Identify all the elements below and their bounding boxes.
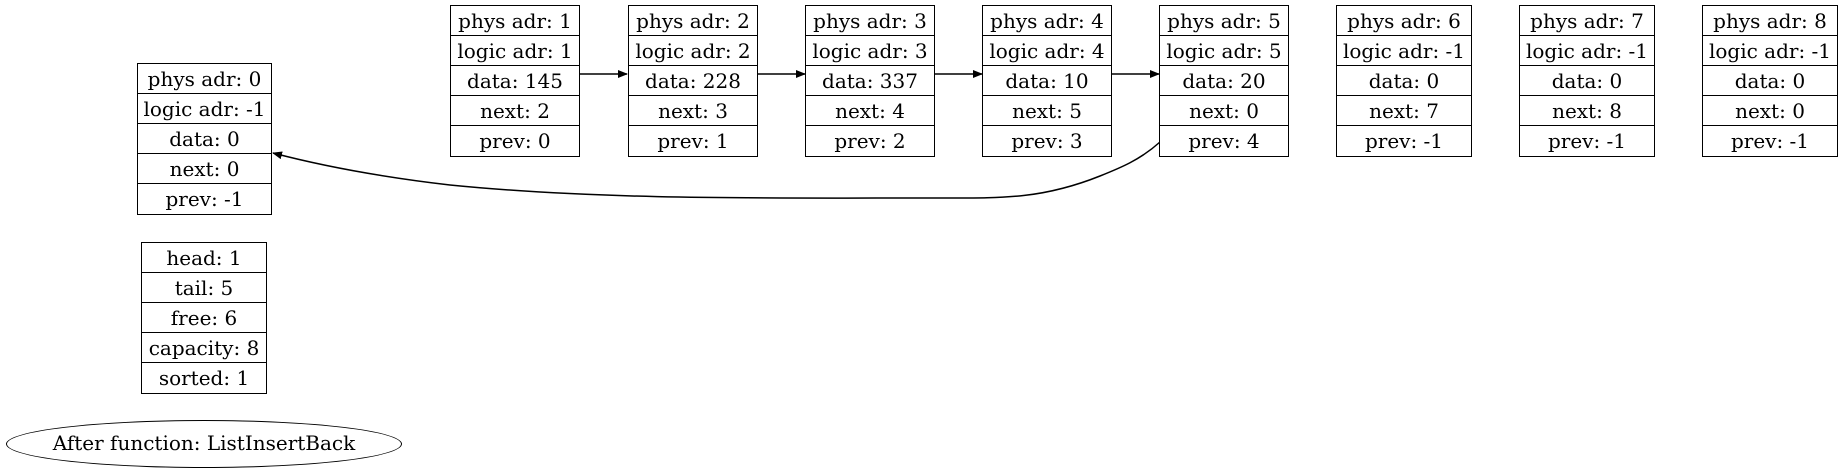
- node-data: data: 0: [1520, 66, 1654, 96]
- list-capacity: capacity: 8: [142, 333, 266, 363]
- node-next: next: 5: [983, 96, 1111, 126]
- node-phys-address: phys adr: 2: [629, 6, 757, 36]
- node-next: next: 7: [1337, 96, 1471, 126]
- node-phys-address: phys adr: 3: [806, 6, 934, 36]
- node-1: phys adr: 1 logic adr: 1 data: 145 next:…: [450, 5, 580, 157]
- node-next: next: 0: [1160, 96, 1288, 126]
- node-phys-address: phys adr: 8: [1703, 6, 1837, 36]
- node-data: data: 0: [1703, 66, 1837, 96]
- list-head: head: 1: [142, 243, 266, 273]
- node-data: data: 0: [1337, 66, 1471, 96]
- node-next: next: 3: [629, 96, 757, 126]
- node-prev: prev: 1: [657, 129, 729, 153]
- node-prev: prev: -1: [1364, 129, 1444, 153]
- node-logic-address: logic adr: 1: [451, 36, 579, 66]
- edge-node5-to-node0: [272, 141, 1161, 199]
- function-caption: After function: ListInsertBack: [6, 420, 402, 468]
- node-logic-address: logic adr: 5: [1160, 36, 1288, 66]
- node-2: phys adr: 2 logic adr: 2 data: 228 next:…: [628, 5, 758, 157]
- node-prev: prev: -1: [1547, 129, 1627, 153]
- node-prev: prev: 0: [479, 129, 551, 153]
- node-next: next: 2: [451, 96, 579, 126]
- node-logic-address: logic adr: -1: [138, 94, 271, 124]
- node-next: next: 0: [1703, 96, 1837, 126]
- node-prev: prev: 3: [1011, 129, 1083, 153]
- node-0: phys adr: 0 logic adr: -1 data: 0 next: …: [137, 63, 272, 215]
- node-prev: prev: 4: [1188, 129, 1260, 153]
- node-phys-address: phys adr: 6: [1337, 6, 1471, 36]
- node-logic-address: logic adr: 3: [806, 36, 934, 66]
- node-phys-address: phys adr: 5: [1160, 6, 1288, 36]
- node-next: next: 8: [1520, 96, 1654, 126]
- node-logic-address: logic adr: -1: [1520, 36, 1654, 66]
- list-tail: tail: 5: [142, 273, 266, 303]
- node-prev: prev: 2: [834, 129, 906, 153]
- node-5: phys adr: 5 logic adr: 5 data: 20 next: …: [1159, 5, 1289, 157]
- node-phys-address: phys adr: 4: [983, 6, 1111, 36]
- node-prev: prev: -1: [165, 187, 244, 211]
- node-logic-address: logic adr: -1: [1337, 36, 1471, 66]
- node-data: data: 228: [629, 66, 757, 96]
- list-sorted: sorted: 1: [158, 366, 250, 390]
- node-data: data: 10: [983, 66, 1111, 96]
- node-data: data: 337: [806, 66, 934, 96]
- node-next: next: 4: [806, 96, 934, 126]
- node-data: data: 0: [138, 124, 271, 154]
- list-info-table: head: 1 tail: 5 free: 6 capacity: 8 sort…: [141, 242, 267, 394]
- node-logic-address: logic adr: -1: [1703, 36, 1837, 66]
- node-logic-address: logic adr: 4: [983, 36, 1111, 66]
- node-next: next: 0: [138, 154, 271, 184]
- node-7: phys adr: 7 logic adr: -1 data: 0 next: …: [1519, 5, 1655, 157]
- node-3: phys adr: 3 logic adr: 3 data: 337 next:…: [805, 5, 935, 157]
- node-prev: prev: -1: [1730, 129, 1810, 153]
- node-phys-address: phys adr: 1: [451, 6, 579, 36]
- node-data: data: 145: [451, 66, 579, 96]
- node-6: phys adr: 6 logic adr: -1 data: 0 next: …: [1336, 5, 1472, 157]
- node-8: phys adr: 8 logic adr: -1 data: 0 next: …: [1702, 5, 1838, 157]
- list-free: free: 6: [142, 303, 266, 333]
- node-data: data: 20: [1160, 66, 1288, 96]
- node-logic-address: logic adr: 2: [629, 36, 757, 66]
- node-4: phys adr: 4 logic adr: 4 data: 10 next: …: [982, 5, 1112, 157]
- node-phys-address: phys adr: 7: [1520, 6, 1654, 36]
- node-phys-address: phys adr: 0: [138, 64, 271, 94]
